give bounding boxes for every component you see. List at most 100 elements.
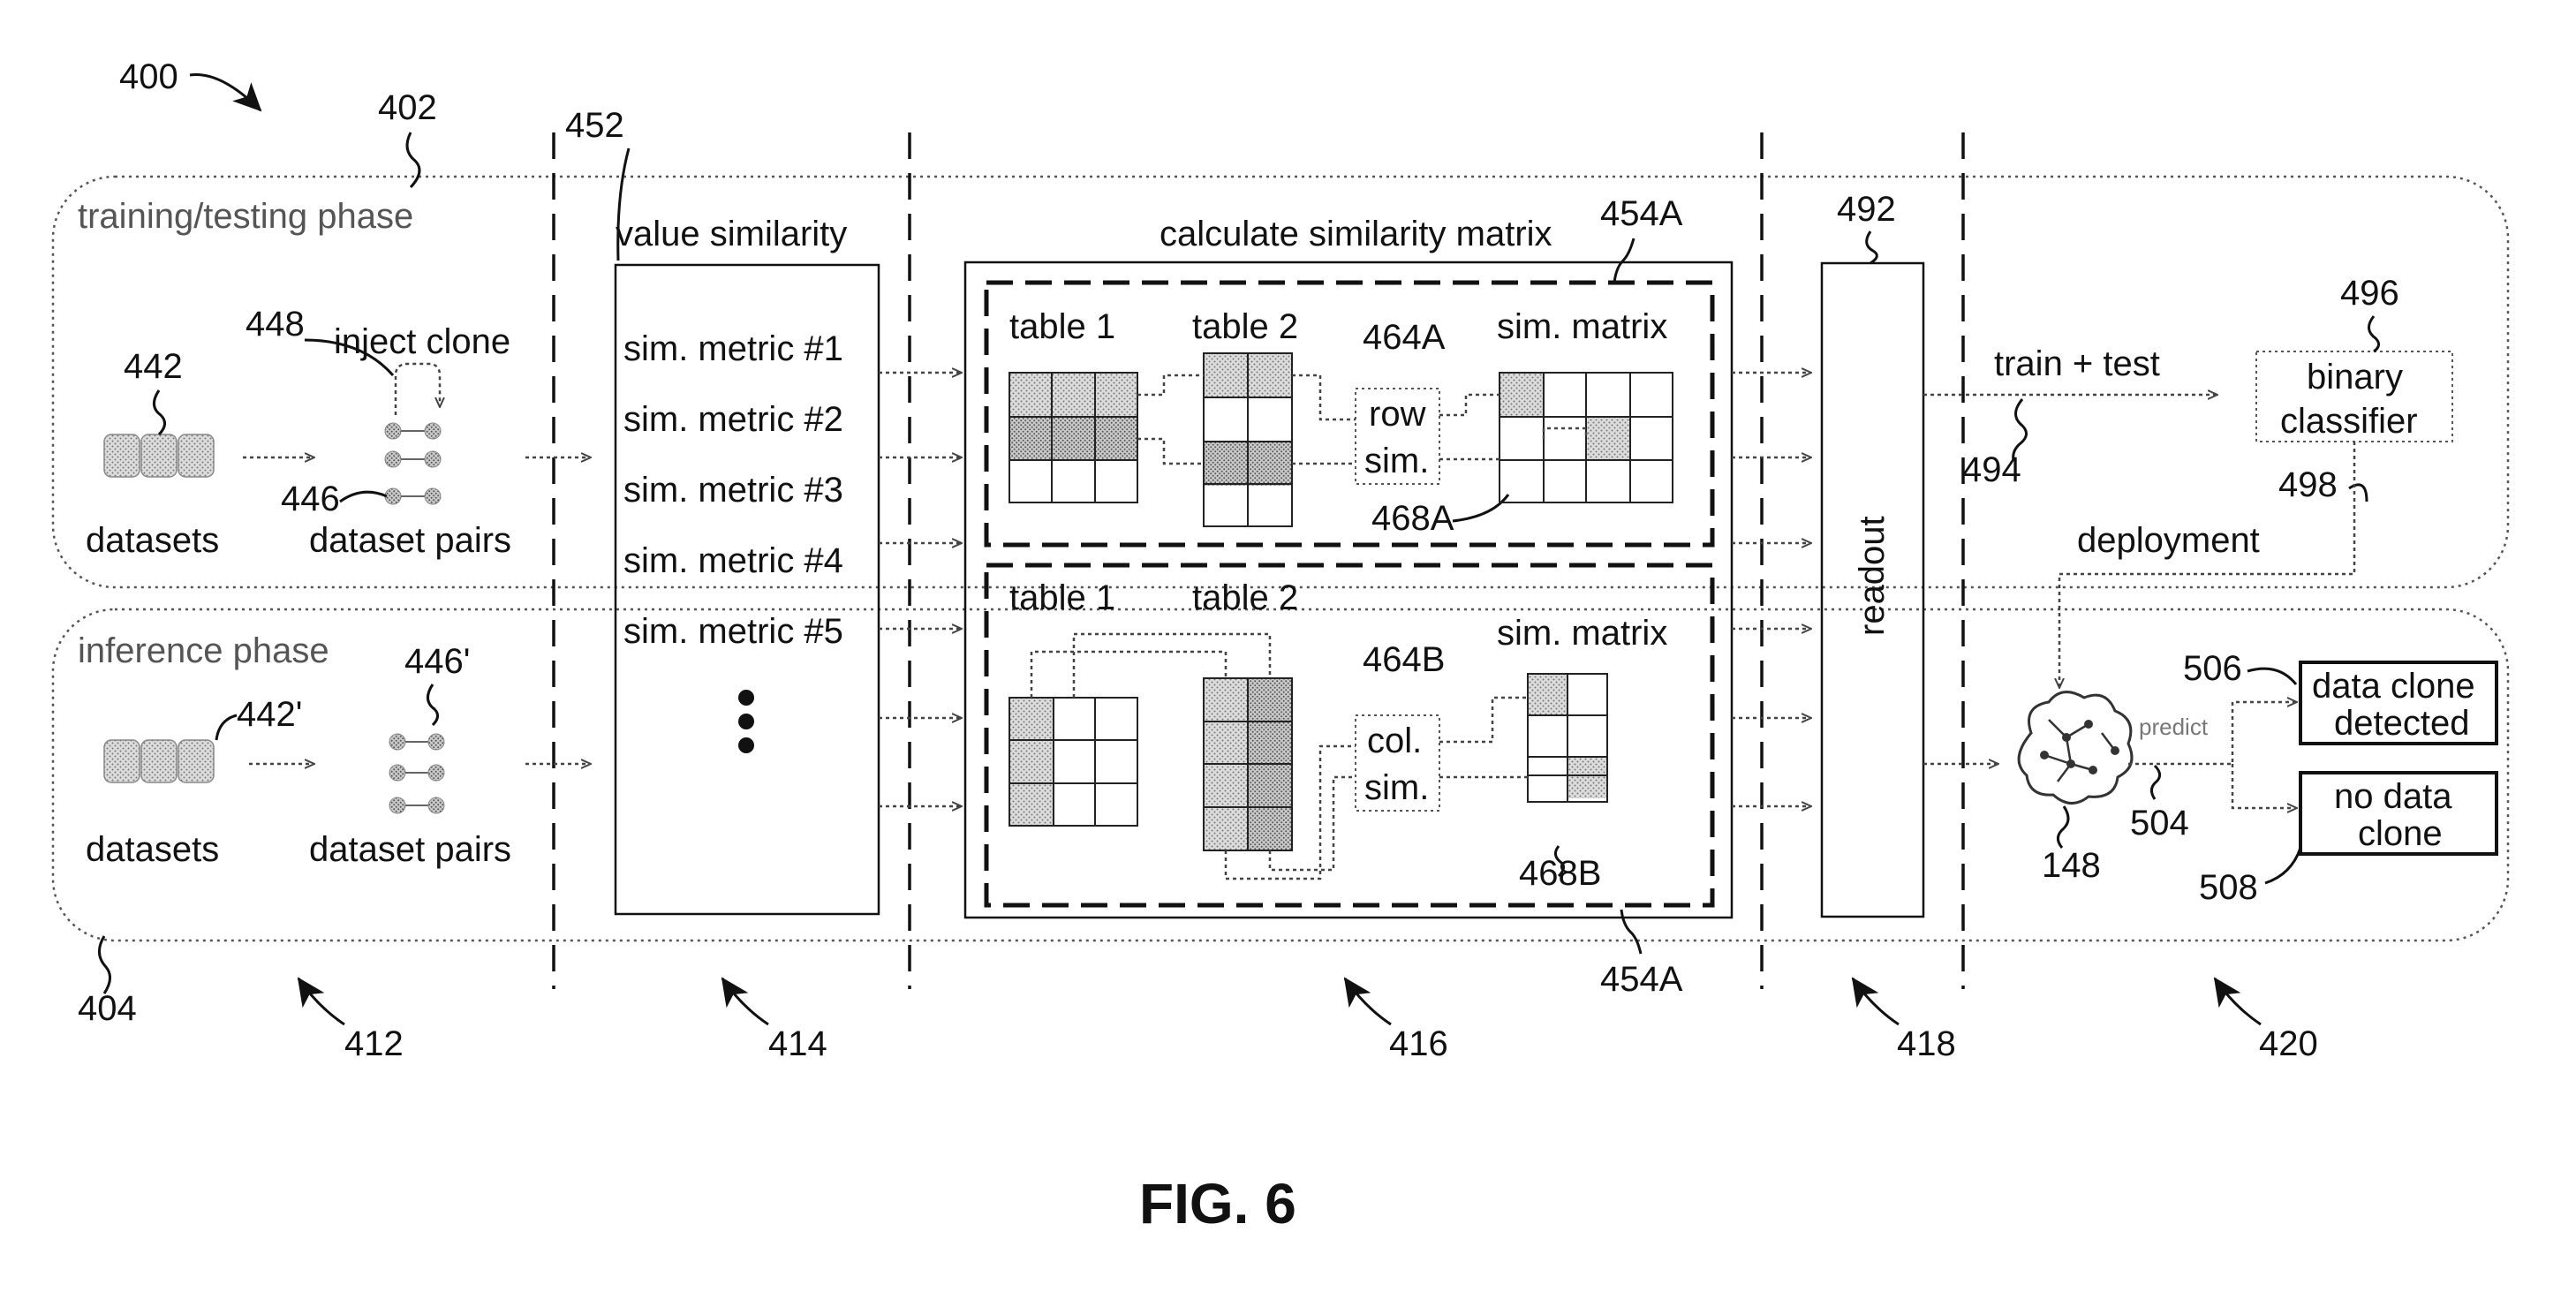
metric-arrows: [879, 373, 961, 806]
inference-datasets-label: datasets: [86, 830, 219, 869]
figure-ref: 400: [119, 57, 178, 96]
training-dataset-pairs-icon: [384, 422, 442, 505]
col-sim-to-matrix-a: [1439, 696, 1528, 744]
similarity-matrix-ref-top: 454A: [1600, 194, 1683, 233]
deployment-arrow: [2059, 442, 2356, 687]
value-similarity-lead: [616, 147, 631, 261]
col-table1-link-a: [1030, 650, 1228, 698]
readout-label: readout: [1853, 516, 1892, 636]
inference-datasets-ref: 442': [237, 695, 302, 734]
more-metrics-ellipsis: [738, 690, 754, 753]
training-pairs-ref: 446: [281, 480, 340, 518]
inject-clone-label: inject clone: [334, 322, 510, 361]
inference-pairs-label: dataset pairs: [309, 830, 511, 869]
data-clone-detected-line2: detected: [2334, 704, 2469, 743]
training-phase-label: training/testing phase: [78, 197, 413, 236]
data-clone-detected-lead: [2247, 667, 2298, 685]
training-datasets-icon: [103, 434, 215, 478]
train-test-lead: [2012, 398, 2028, 462]
col-table-2: [1203, 677, 1293, 851]
inference-phase-region: [51, 608, 2510, 942]
row-sim-matrix-ref: 468A: [1371, 499, 1454, 538]
matrix-to-readout-arrows: [1732, 373, 1810, 806]
ml-model-lead: [2057, 805, 2070, 849]
readout-lead: [1865, 230, 1878, 265]
inference-dataset-pairs-icon: [389, 733, 445, 814]
training-pairs-label: dataset pairs: [309, 521, 511, 560]
inference-datasets-lead: [215, 714, 238, 741]
training-phase-region: [51, 175, 2510, 589]
inject-clone-lead: [304, 338, 395, 376]
col-table-1: [1008, 697, 1138, 827]
col-similarity-block: [984, 563, 1715, 908]
stage-414: 414: [768, 1024, 827, 1063]
predict-arrow-no-clone: [2231, 764, 2296, 808]
row-sim-box: [1355, 388, 1440, 485]
row-table1-link-b: [1137, 437, 1204, 465]
stage-412: 412: [344, 1024, 404, 1063]
row-sim-internal: [1542, 427, 1588, 439]
deployment-ref: 498: [2278, 465, 2338, 504]
training-datasets-label: datasets: [86, 521, 219, 560]
row-sim-to-matrix-a: [1439, 393, 1500, 417]
deployment-ref-lead: [2348, 483, 2368, 502]
sim-metric-3: sim. metric #3: [623, 471, 843, 510]
figure-caption: FIG. 6: [1139, 1172, 1296, 1235]
col-sim-box: [1355, 714, 1440, 812]
row-sim-matrix-label: sim. matrix: [1497, 307, 1667, 346]
stage-414-arrow: [721, 977, 769, 1026]
similarity-matrix-outer-box: [963, 261, 1734, 919]
sim-metric-4: sim. metric #4: [623, 541, 843, 580]
train-test-ref: 494: [1962, 450, 2021, 489]
inference-phase-label: inference phase: [78, 631, 329, 670]
inference-pairs-ref: 446': [404, 642, 470, 681]
row-table-1: [1008, 372, 1138, 503]
ml-model-ref: 148: [2042, 846, 2101, 885]
inference-phase-lead: [98, 935, 111, 994]
similarity-matrix-lead-bottom: [1620, 909, 1643, 955]
train-test-label: train + test: [1994, 344, 2160, 383]
inject-clone-ref: 448: [246, 305, 305, 344]
readout-ref: 492: [1837, 190, 1896, 229]
row-sim-ref: 464A: [1363, 318, 1446, 357]
predict-ref: 504: [2130, 804, 2189, 842]
stage-416-arrow: [1343, 977, 1392, 1026]
no-data-clone-line2: clone: [2358, 814, 2443, 853]
training-pairs-lead: [339, 490, 388, 503]
similarity-matrix-ref-bottom: 454A: [1600, 960, 1683, 999]
binary-classifier-lead: [2368, 315, 2380, 353]
row-sim-line1: row: [1369, 395, 1426, 434]
row-table1-label: table 1: [1009, 307, 1115, 346]
binary-classifier-line2: classifier: [2280, 402, 2418, 441]
row-table2-to-sim-a: [1292, 374, 1356, 421]
sim-metric-5: sim. metric #5: [623, 612, 843, 651]
training-phase-lead: [405, 132, 421, 189]
value-similarity-box: [614, 263, 880, 916]
deployment-label: deployment: [2077, 521, 2260, 560]
col-sim-line1: col.: [1367, 721, 1422, 760]
predict-lead: [2150, 764, 2161, 800]
value-similarity-ref: 452: [565, 106, 624, 145]
similarity-matrix-lead-top: [1613, 238, 1635, 283]
training-datasets-lead: [153, 389, 166, 436]
stage-420: 420: [2259, 1024, 2318, 1063]
data-clone-detected-box: [2299, 661, 2498, 745]
row-table1-link-a: [1137, 374, 1204, 397]
training-phase-ref: 402: [378, 88, 437, 127]
sim-metric-1: sim. metric #1: [623, 329, 843, 368]
col-table2-label: table 2: [1192, 578, 1298, 617]
row-table2-label: table 2: [1192, 307, 1298, 346]
binary-classifier-ref: 496: [2340, 274, 2399, 313]
row-similarity-block: [984, 280, 1715, 548]
col-sim-ref: 464B: [1363, 640, 1445, 679]
predict-label: predict: [2139, 714, 2209, 740]
stage-420-arrow: [2213, 977, 2262, 1026]
row-sim-matrix-lead: [1452, 494, 1510, 523]
figure-ref-arrow: [189, 73, 262, 112]
no-data-clone-lead: [2264, 847, 2302, 885]
ml-model-brain-icon: [2017, 691, 2134, 805]
stage-412-arrow: [297, 977, 345, 1026]
value-similarity-title: value similarity: [616, 215, 847, 253]
sim-metric-2: sim. metric #2: [623, 400, 843, 439]
